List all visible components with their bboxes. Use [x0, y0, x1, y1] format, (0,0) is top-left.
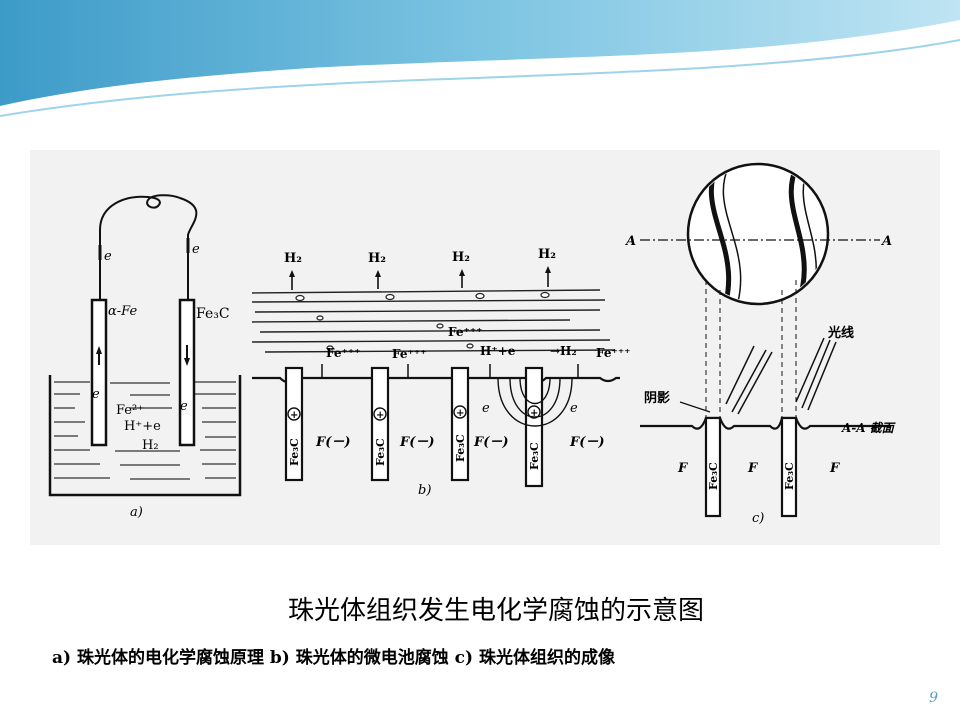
page-number: 9: [929, 690, 938, 706]
electron-left-label: e: [92, 387, 100, 402]
fe-ion-label-top: Fe⁺⁺⁺: [448, 325, 483, 339]
header-wave-decoration: [0, 0, 960, 117]
panel-a: e e α-Fe Fe₃C e e Fe²⁺ H⁺+e H₂ a): [48, 194, 242, 520]
electron-right-label: e: [180, 399, 188, 414]
figure-caption-subtitle: a) 珠光体的电化学腐蚀原理 b) 珠光体的微电池腐蚀 c) 珠光体组织的成像: [52, 648, 615, 668]
fe-ion-label-3: Fe⁺⁺⁺: [596, 346, 631, 360]
panel-b-tag: b): [418, 483, 431, 498]
panel-b: H₂ H₂ H₂ H₂ Fe⁺⁺⁺ Fe⁺⁺⁺ Fe⁺⁺⁺ Fe⁺⁺⁺ H⁺+e…: [251, 247, 631, 498]
electron-label-b1: e: [482, 401, 490, 416]
ferrite-label-3: F(－): [473, 435, 509, 450]
plus-2: +: [376, 410, 384, 421]
h2-label-1: H₂: [284, 251, 302, 266]
reaction-h2-label: →H₂: [550, 344, 577, 358]
plus-4: +: [530, 408, 538, 419]
ferrite-c2: F: [747, 461, 758, 476]
h2-label-2: H₂: [368, 251, 386, 266]
plus-1: +: [290, 410, 298, 421]
plate-label-1: Fe₃C: [288, 438, 301, 466]
ion-h-label: H⁺+e: [124, 419, 161, 434]
ferrite-c1: F: [677, 461, 688, 476]
h2-label-4: H₂: [538, 247, 556, 262]
wire-electron-left: e: [104, 249, 112, 264]
panel-c-tag: c): [752, 511, 764, 526]
ferrite-label-2: F(－): [399, 435, 435, 450]
electrode-fe3c-label: Fe₃C: [196, 306, 230, 322]
section-label: A-A 截面: [841, 421, 896, 435]
gas-h2-label: H₂: [142, 438, 159, 453]
fe-ion-label-2: Fe⁺⁺⁺: [392, 347, 427, 361]
h2-label-3: H₂: [452, 250, 470, 265]
axis-a-right: A: [880, 234, 892, 249]
plus-3: +: [456, 408, 464, 419]
corrosion-diagram: e e α-Fe Fe₃C e e Fe²⁺ H⁺+e H₂ a): [30, 150, 940, 545]
plate-label-c1: Fe₃C: [707, 462, 720, 490]
electrode-alpha-fe-label: α-Fe: [108, 304, 137, 319]
axis-a-left: A: [624, 234, 636, 249]
ferrite-label-1: F(－): [315, 435, 351, 450]
ferrite-label-4: F(－): [569, 435, 605, 450]
plate-label-4: Fe₃C: [528, 442, 541, 470]
shadow-label: 阴影: [644, 390, 670, 406]
panel-a-tag: a): [130, 505, 143, 520]
reaction-label: H⁺+e: [480, 344, 516, 358]
wire-electron-right: e: [192, 242, 200, 257]
plate-label-3: Fe₃C: [454, 434, 467, 462]
fe-ion-label-1: Fe⁺⁺⁺: [326, 346, 361, 360]
ion-fe-label: Fe²⁺: [116, 403, 144, 418]
electron-label-b2: e: [570, 401, 578, 416]
light-label: 光线: [827, 325, 854, 341]
figure-caption-title: 珠光体组织发生电化学腐蚀的示意图: [287, 596, 704, 626]
ferrite-c3: F: [829, 461, 840, 476]
plate-label-c2: Fe₃C: [783, 462, 796, 490]
plate-label-2: Fe₃C: [374, 438, 387, 466]
